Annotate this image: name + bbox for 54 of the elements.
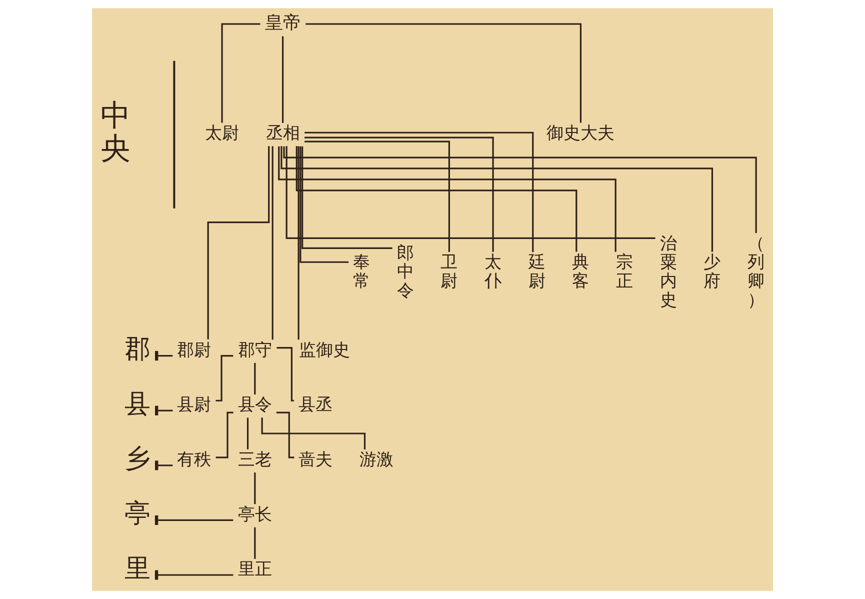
node-text: 奉常 [353, 252, 370, 291]
node-text: 治粟内史 [660, 232, 677, 310]
node-text: 亭 [124, 498, 150, 529]
connector [276, 347, 294, 402]
connector [302, 146, 392, 249]
node-text: 丞相 [266, 122, 300, 143]
node-text: 县 [124, 389, 150, 420]
connector [246, 418, 249, 450]
connector [282, 36, 284, 123]
node-text: 监御史 [299, 339, 350, 360]
connector [221, 23, 260, 123]
node-text: 郡尉 [177, 339, 212, 360]
node-text: 太仆 [484, 252, 502, 291]
node-text: 三老 [238, 448, 272, 469]
connector [261, 418, 366, 450]
node-text: 啬夫 [298, 448, 333, 469]
connector [278, 146, 616, 252]
node-text: 县令 [238, 394, 272, 414]
node-text: 里 [124, 554, 150, 584]
node-text: （列卿） [748, 232, 765, 310]
connector [286, 146, 656, 240]
connector [304, 132, 534, 252]
node-text: 里正 [238, 558, 272, 579]
connector [280, 146, 714, 252]
node-text: 太尉 [205, 122, 240, 143]
node-text: 宗正 [616, 252, 634, 291]
connector [296, 146, 578, 252]
connector [304, 136, 494, 252]
node-text: 有秩 [177, 448, 212, 469]
node-text: 御史大夫 [546, 122, 615, 143]
node-text: 皇帝 [264, 12, 301, 34]
node-text: 亭长 [238, 504, 272, 524]
connector [304, 140, 450, 252]
node-text: 乡 [124, 444, 150, 474]
connector [272, 146, 274, 340]
node-text: 典客 [572, 252, 590, 291]
connector [254, 362, 256, 394]
connector [300, 146, 349, 263]
node-text: 郡 [124, 334, 150, 365]
connector [254, 527, 256, 559]
node-text: 郡守 [238, 339, 272, 360]
node-text: 郎中令 [396, 242, 414, 300]
connector [254, 472, 256, 504]
connector [207, 146, 270, 340]
node-text: 游激 [359, 448, 394, 469]
connector [298, 146, 300, 340]
node-text: 少府 [704, 252, 721, 291]
connector [306, 23, 582, 123]
node-text: 县丞 [298, 394, 333, 414]
node-text: 廷尉 [528, 252, 546, 291]
connector [283, 146, 757, 233]
node-text: 县尉 [177, 394, 212, 414]
node-text: 卫尉 [440, 252, 458, 291]
label: 中央 [100, 98, 130, 167]
